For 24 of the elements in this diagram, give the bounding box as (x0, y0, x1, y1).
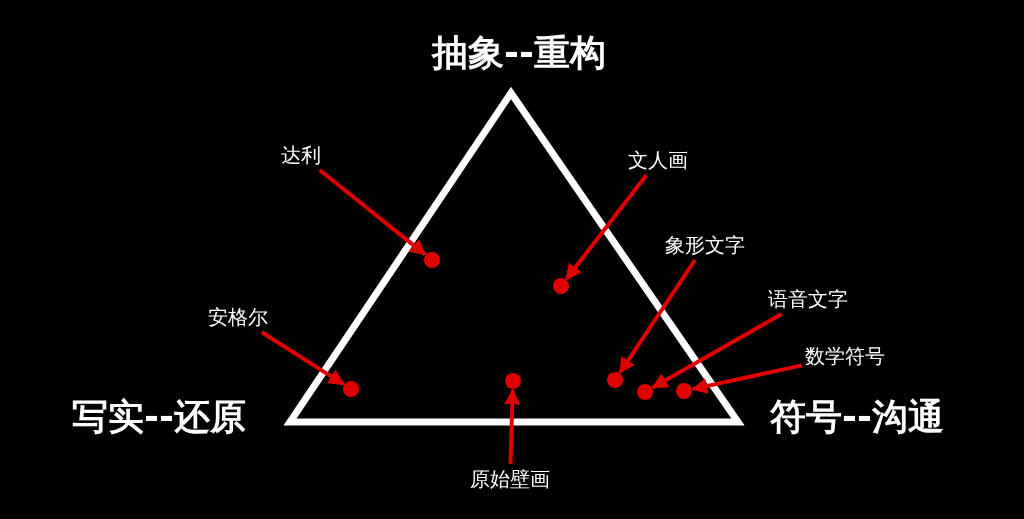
point-label: 象形文字 (665, 233, 745, 257)
point-label: 达利 (281, 143, 321, 167)
point-marker (553, 278, 569, 294)
leader-arrow (260, 330, 345, 386)
point-label: 语音文字 (768, 287, 848, 311)
point-marker (637, 384, 653, 400)
point-label: 安格尔 (208, 305, 268, 329)
corner-label: 抽象--重构 (432, 32, 606, 74)
point-marker (505, 373, 521, 389)
point-marker (676, 383, 692, 399)
leader-arrow (651, 312, 783, 390)
point-marker (343, 381, 359, 397)
point-label: 文人画 (628, 148, 688, 172)
corner-label: 写实--还原 (72, 396, 246, 438)
leader-arrow (504, 388, 521, 465)
point-label: 数学符号 (805, 344, 885, 368)
leader-arrow (318, 168, 427, 256)
point-marker (607, 372, 623, 388)
point-label: 原始壁画 (470, 467, 550, 491)
corner-label: 符号--沟通 (770, 396, 944, 438)
leader-arrow (564, 173, 649, 281)
point-marker (424, 252, 440, 268)
leader-arrow (691, 363, 803, 394)
leader-arrow (618, 258, 697, 374)
